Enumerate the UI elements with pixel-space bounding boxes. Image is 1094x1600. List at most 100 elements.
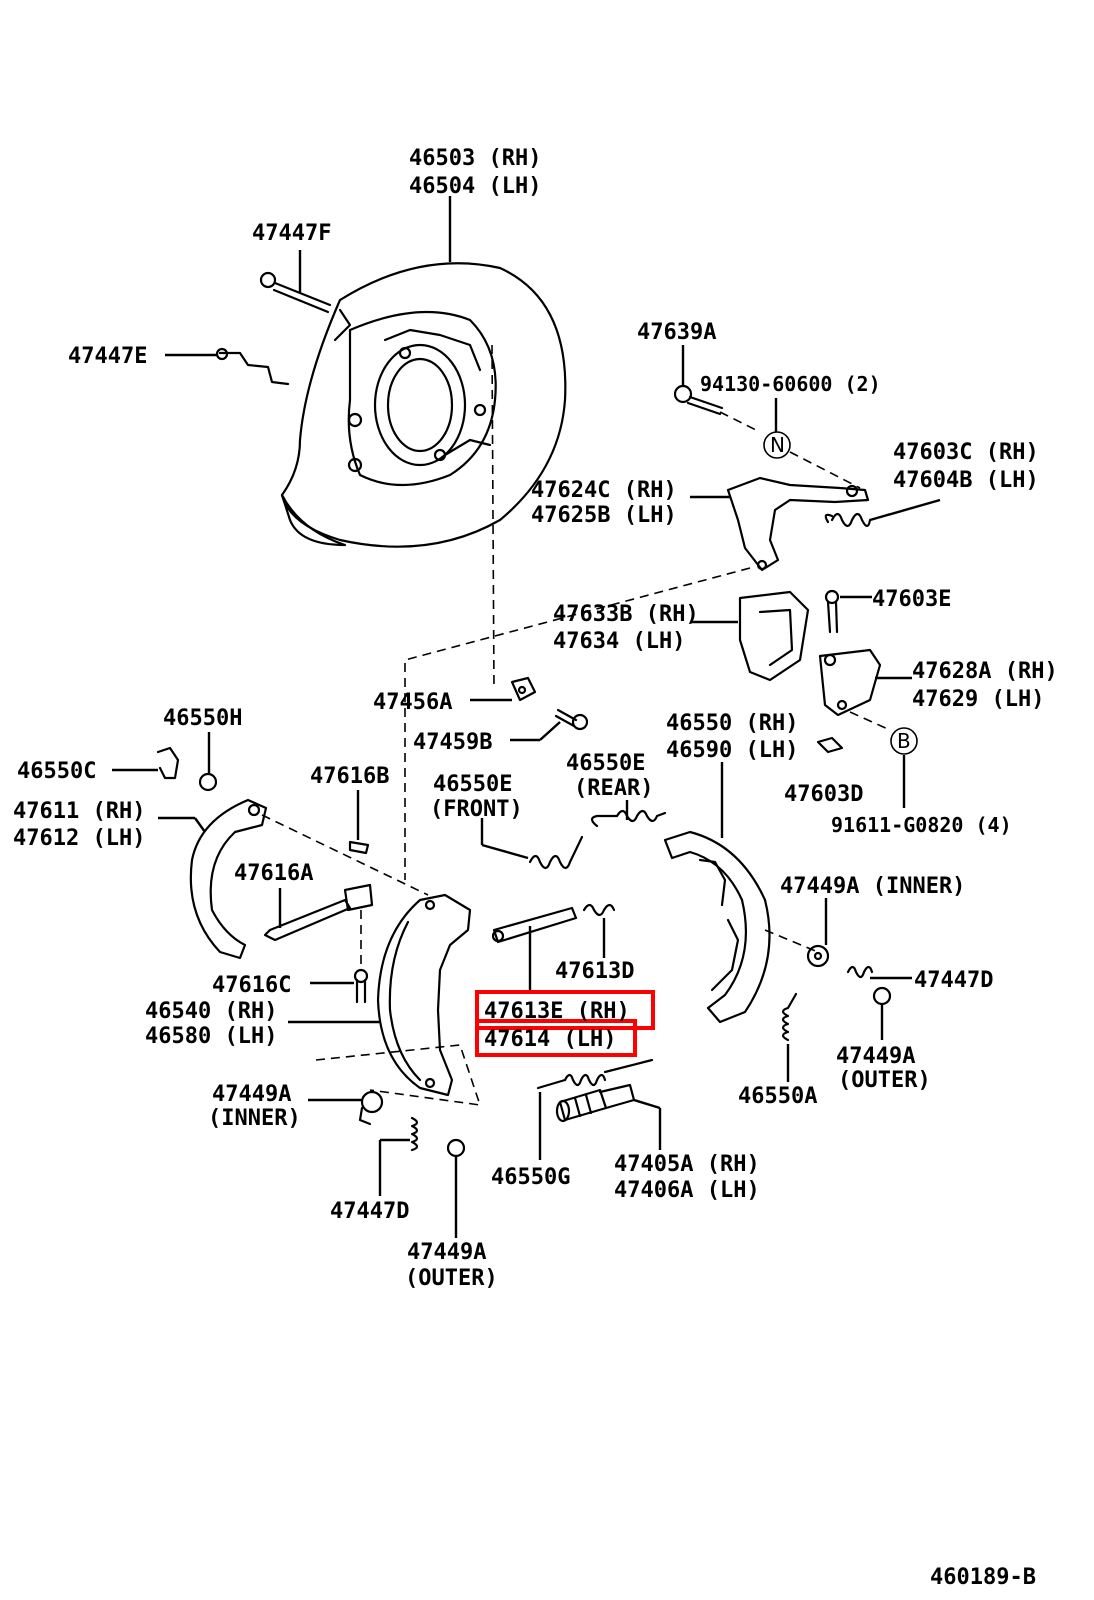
- washer-46550H: [198, 772, 218, 792]
- label-inner-left: (INNER): [208, 1106, 301, 1131]
- dash-shoe-pin: [764, 929, 819, 953]
- dash-bolt-path: [719, 411, 861, 489]
- label-rear: (REAR): [574, 776, 653, 801]
- label-47634: 47634 (LH): [553, 629, 685, 654]
- backing-plate: [280, 262, 567, 548]
- label-47449A-inner-left: 47449A: [212, 1082, 291, 1107]
- label-46550E-front: 46550E: [433, 772, 512, 797]
- bolt-47447F: [259, 271, 332, 314]
- highlight-47614: [475, 1019, 637, 1057]
- dash-plate-b: [849, 711, 891, 731]
- label-46590: 46590 (LH): [666, 738, 798, 763]
- label-47612: 47612 (LH): [13, 826, 145, 851]
- clip-46550C: [156, 746, 180, 780]
- spring-46550E-front: [528, 835, 584, 870]
- leader-47459B-d: [539, 721, 561, 741]
- label-47624C: 47624C (RH): [531, 478, 677, 503]
- dash-plate-pin: [491, 344, 495, 691]
- strut-47613E: [491, 906, 578, 944]
- label-46580: 46580 (LH): [145, 1024, 277, 1049]
- circle-b-text: B: [897, 729, 911, 753]
- label-47447D-right: 47447D: [914, 968, 993, 993]
- bolt-47639A: [673, 384, 724, 416]
- dash-adjuster: [315, 1044, 482, 1106]
- label-47611: 47611 (RH): [13, 799, 145, 824]
- spring-47447D-left: [410, 1116, 419, 1152]
- label-47449A-outer-left: 47449A: [407, 1240, 486, 1265]
- label-46550A: 46550A: [738, 1084, 817, 1109]
- label-46550H: 46550H: [163, 706, 242, 731]
- pin-47449A-inner-left: [358, 1090, 384, 1126]
- highlight-47613E: [475, 990, 655, 1030]
- label-47456A: 47456A: [373, 690, 452, 715]
- circle-b: [890, 727, 918, 755]
- spring-47613D: [582, 903, 616, 917]
- dash-lever-strut: [404, 567, 751, 880]
- label-47628A: 47628A (RH): [912, 659, 1058, 684]
- pipe-47447E: [215, 347, 290, 386]
- label-47613D: 47613D: [555, 959, 634, 984]
- label-47603E: 47603E: [872, 587, 951, 612]
- drawing-number: 460189-B: [930, 1565, 1036, 1590]
- label-47405A: 47405A (RH): [614, 1152, 760, 1177]
- circle-n-text: N: [770, 433, 785, 457]
- label-47447E: 47447E: [68, 344, 147, 369]
- label-46503: 46503 (RH): [409, 146, 541, 171]
- shoe-46540: [376, 893, 472, 1097]
- spring-46550A: [781, 992, 798, 1042]
- label-46504: 46504 (LH): [409, 174, 541, 199]
- clip-47616B: [348, 840, 370, 855]
- label-47449A-outer-right: 47449A: [836, 1044, 915, 1069]
- pin-47449A-inner-right: [806, 944, 830, 968]
- plate-47628A: [818, 648, 882, 717]
- label-47614: 47614 (LH): [484, 1027, 616, 1052]
- label-47449A-inner-right: 47449A (INNER): [780, 874, 965, 899]
- spring-47447D-right: [846, 965, 874, 979]
- label-46550: 46550 (RH): [666, 711, 798, 736]
- label-front: (FRONT): [430, 797, 523, 822]
- label-47447D-left: 47447D: [330, 1199, 409, 1224]
- label-47616B: 47616B: [310, 764, 389, 789]
- label-47633B: 47633B (RH): [553, 602, 699, 627]
- circle-n: [763, 431, 791, 459]
- label-47459B: 47459B: [413, 730, 492, 755]
- pin-47456A: [510, 676, 537, 702]
- label-47625B: 47625B (LH): [531, 503, 677, 528]
- label-46540: 46540 (RH): [145, 999, 277, 1024]
- pin-47616C: [353, 968, 369, 1004]
- leader-47611-b: [194, 817, 206, 833]
- cup-47449A-outer-left: [446, 1138, 466, 1158]
- spring-46550G: [536, 1058, 654, 1090]
- pin-47603E: [824, 589, 840, 634]
- label-47613E: 47613E (RH): [484, 999, 630, 1024]
- label-47616A: 47616A: [234, 861, 313, 886]
- label-47603D: 47603D: [784, 782, 863, 807]
- lever-47624C: [726, 476, 870, 572]
- label-47447F: 47447F: [252, 221, 331, 246]
- label-47604B: 47604B (LH): [893, 468, 1039, 493]
- label-46550G: 46550G: [491, 1165, 570, 1190]
- label-47639A: 47639A: [637, 320, 716, 345]
- leader-47405A-d: [633, 1098, 661, 1110]
- label-47603C: 47603C (RH): [893, 440, 1039, 465]
- label-47616C: 47616C: [212, 973, 291, 998]
- shoe-47611: [189, 798, 268, 960]
- spring-47603C: [824, 512, 872, 528]
- adjuster-47405A: [555, 1083, 636, 1123]
- clip-47603D: [816, 736, 844, 754]
- dash-shoe-strut: [261, 814, 429, 896]
- label-91611: 91611-G0820 (4): [831, 813, 1012, 837]
- strut-47616A: [263, 883, 374, 942]
- spring-46550E-rear: [590, 809, 667, 828]
- label-47629: 47629 (LH): [912, 687, 1044, 712]
- label-46550C: 46550C: [17, 759, 96, 784]
- leader-46550E-front-b: [481, 843, 529, 860]
- strut-47633B: [738, 590, 810, 682]
- label-outer-left: (OUTER): [405, 1266, 498, 1291]
- label-46550E-rear: 46550E: [566, 751, 645, 776]
- label-outer-right: (OUTER): [838, 1068, 931, 1093]
- label-94130: 94130-60600 (2): [700, 372, 881, 396]
- shoe-46550: [663, 830, 771, 1024]
